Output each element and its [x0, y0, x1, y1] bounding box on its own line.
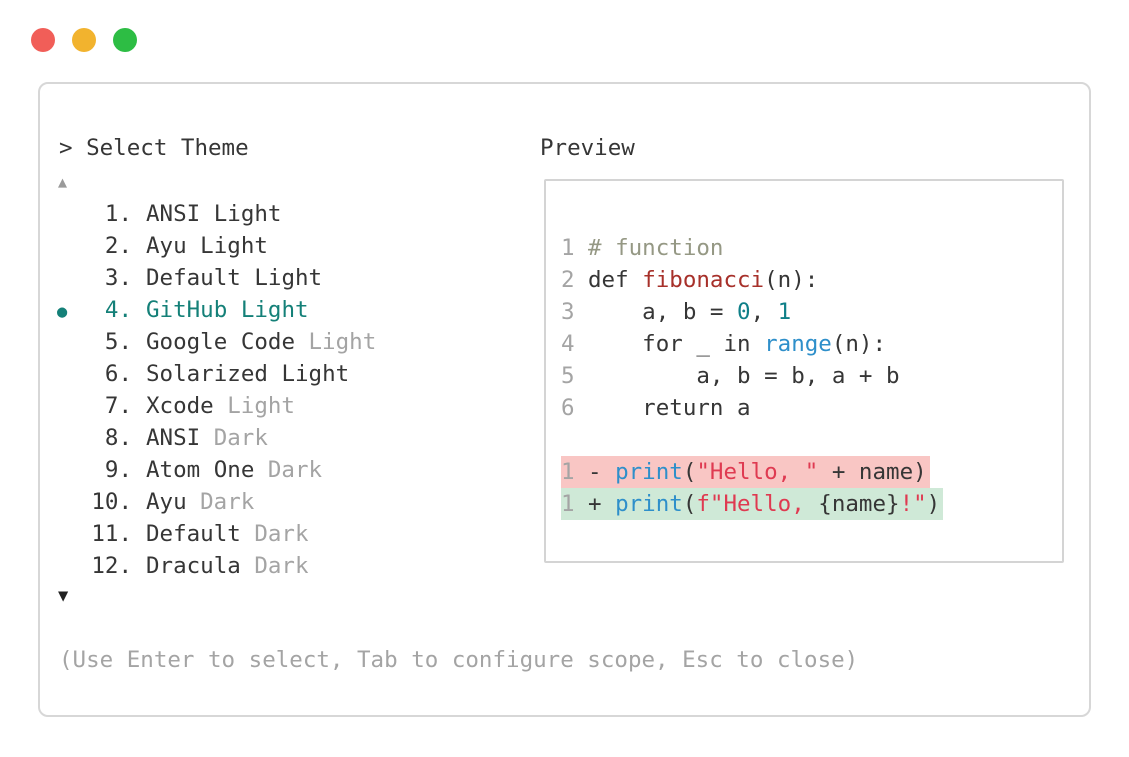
item-number: 1. — [104, 201, 132, 227]
item-suffix: Dark — [200, 489, 255, 515]
window-controls — [31, 28, 137, 52]
theme-item-dracula-dark[interactable]: 12. Dracula Dark — [57, 550, 527, 582]
item-suffix: Dark — [267, 457, 323, 483]
code-number-literal: 1 — [777, 299, 792, 325]
theme-item-google-code-light[interactable]: 5. Google Code Light — [57, 326, 527, 358]
line-number: 6 — [561, 395, 575, 421]
item-number: 10. — [91, 489, 132, 515]
code-text: a, b = — [588, 299, 738, 325]
item-suffix: Dark — [254, 553, 309, 579]
theme-item-atom-one-dark[interactable]: 9. Atom One Dark — [57, 454, 527, 486]
item-number: 12. — [91, 553, 132, 579]
line-number: 1 — [561, 235, 575, 261]
code-string-literal: "Hello, " — [696, 459, 819, 485]
code-line-4: 4 for _ in range(n): — [561, 328, 1062, 360]
code-text: return a — [588, 395, 751, 421]
item-suffix: Light — [308, 329, 377, 355]
theme-item-ayu-light[interactable]: 2. Ayu Light — [57, 230, 527, 262]
item-label: ANSI Light — [146, 201, 282, 227]
code-builtin-call: range — [764, 331, 832, 357]
code-text: for _ in — [588, 331, 765, 357]
item-number: 11. — [91, 521, 132, 547]
line-number: 1 — [561, 459, 575, 485]
diff-added-line: 1 + print(f"Hello, {name}!") — [561, 488, 1062, 520]
item-number: 8. — [104, 425, 132, 451]
theme-item-ansi-dark[interactable]: 8. ANSI Dark — [57, 422, 527, 454]
item-number: 3. — [104, 265, 132, 291]
minimize-button[interactable] — [72, 28, 96, 52]
item-label: Atom One — [146, 457, 255, 483]
line-number: 2 — [561, 267, 575, 293]
code-text: def — [588, 267, 643, 293]
line-number: 5 — [561, 363, 575, 389]
code-text: + name) — [818, 459, 927, 485]
item-number: 9. — [104, 457, 132, 483]
code-string-literal: !" — [899, 491, 927, 517]
item-number: 6. — [104, 361, 132, 387]
code-comment: # function — [588, 235, 724, 261]
diff-minus-marker: - — [588, 459, 616, 485]
item-number: 2. — [104, 233, 132, 259]
selected-bullet-icon: ● — [57, 302, 68, 322]
code-builtin-call: print — [615, 459, 683, 485]
line-number: 4 — [561, 331, 575, 357]
item-number: 5. — [104, 329, 132, 355]
diff-removed-line: 1- print("Hello, " + name) — [561, 456, 1062, 488]
theme-item-ansi-light[interactable]: 1. ANSI Light — [57, 198, 527, 230]
code-line-1: 1 # function — [561, 232, 1062, 264]
preview-title: Preview — [540, 135, 635, 161]
item-label: Xcode — [146, 393, 214, 419]
code-number-literal: 0 — [737, 299, 751, 325]
diff-plus-marker: + — [588, 491, 616, 517]
item-label: Google Code — [146, 329, 296, 355]
code-line-5: 5 a, b = b, a + b — [561, 360, 1062, 392]
code-string-literal: f"Hello, — [696, 491, 819, 517]
code-line-2: 2 def fibonacci(n): — [561, 264, 1062, 296]
theme-item-xcode-light[interactable]: 7. Xcode Light — [57, 390, 527, 422]
item-label: Ayu Light — [146, 233, 268, 259]
item-suffix: Dark — [254, 521, 309, 547]
item-label: GitHub Light — [146, 297, 309, 323]
code-text: {name} — [818, 491, 900, 517]
scroll-down-icon[interactable]: ▼ — [58, 586, 69, 606]
theme-item-github-light-selected[interactable]: ● 4. GitHub Light — [57, 294, 527, 326]
theme-picker-window: > Select Theme Preview ▲ 1. ANSI Light 2… — [38, 82, 1091, 717]
blank-line — [561, 424, 1062, 456]
scroll-up-icon[interactable]: ▲ — [58, 173, 68, 191]
item-label: Solarized Light — [146, 361, 350, 387]
theme-list: 1. ANSI Light 2. Ayu Light 3. Default Li… — [57, 198, 527, 582]
code-text: (n): — [764, 267, 819, 293]
theme-item-default-light[interactable]: 3. Default Light — [57, 262, 527, 294]
theme-item-ayu-dark[interactable]: 10. Ayu Dark — [57, 486, 527, 518]
code-text: (n): — [831, 331, 887, 357]
theme-item-solarized-light[interactable]: 6. Solarized Light — [57, 358, 527, 390]
code-line-3: 3 a, b = 0, 1 — [561, 296, 1062, 328]
item-number: 7. — [104, 393, 132, 419]
item-label: Dracula — [146, 553, 241, 579]
line-number: 3 — [561, 299, 575, 325]
line-number: 1 — [561, 491, 575, 517]
code-text: ( — [682, 491, 697, 517]
footer-hint: (Use Enter to select, Tab to configure s… — [59, 647, 859, 673]
code-text: ( — [682, 459, 697, 485]
zoom-button[interactable] — [113, 28, 137, 52]
item-label: Ayu — [146, 489, 187, 515]
code-line-6: 6 return a — [561, 392, 1062, 424]
item-suffix: Light — [227, 393, 295, 419]
item-label: ANSI — [146, 425, 201, 451]
theme-item-default-dark[interactable]: 11. Default Dark — [57, 518, 527, 550]
item-suffix: Dark — [213, 425, 268, 451]
code-text: , — [750, 299, 778, 325]
code-text: a, b = b, a + b — [588, 363, 900, 389]
item-label: Default Light — [146, 265, 323, 291]
select-theme-title: > Select Theme — [59, 135, 249, 161]
close-button[interactable] — [31, 28, 55, 52]
code-builtin-call: print — [615, 491, 683, 517]
item-number: 4. — [104, 297, 132, 323]
code-text: ) — [926, 491, 941, 517]
item-label: Default — [146, 521, 241, 547]
code-function-name: fibonacci — [642, 267, 765, 293]
